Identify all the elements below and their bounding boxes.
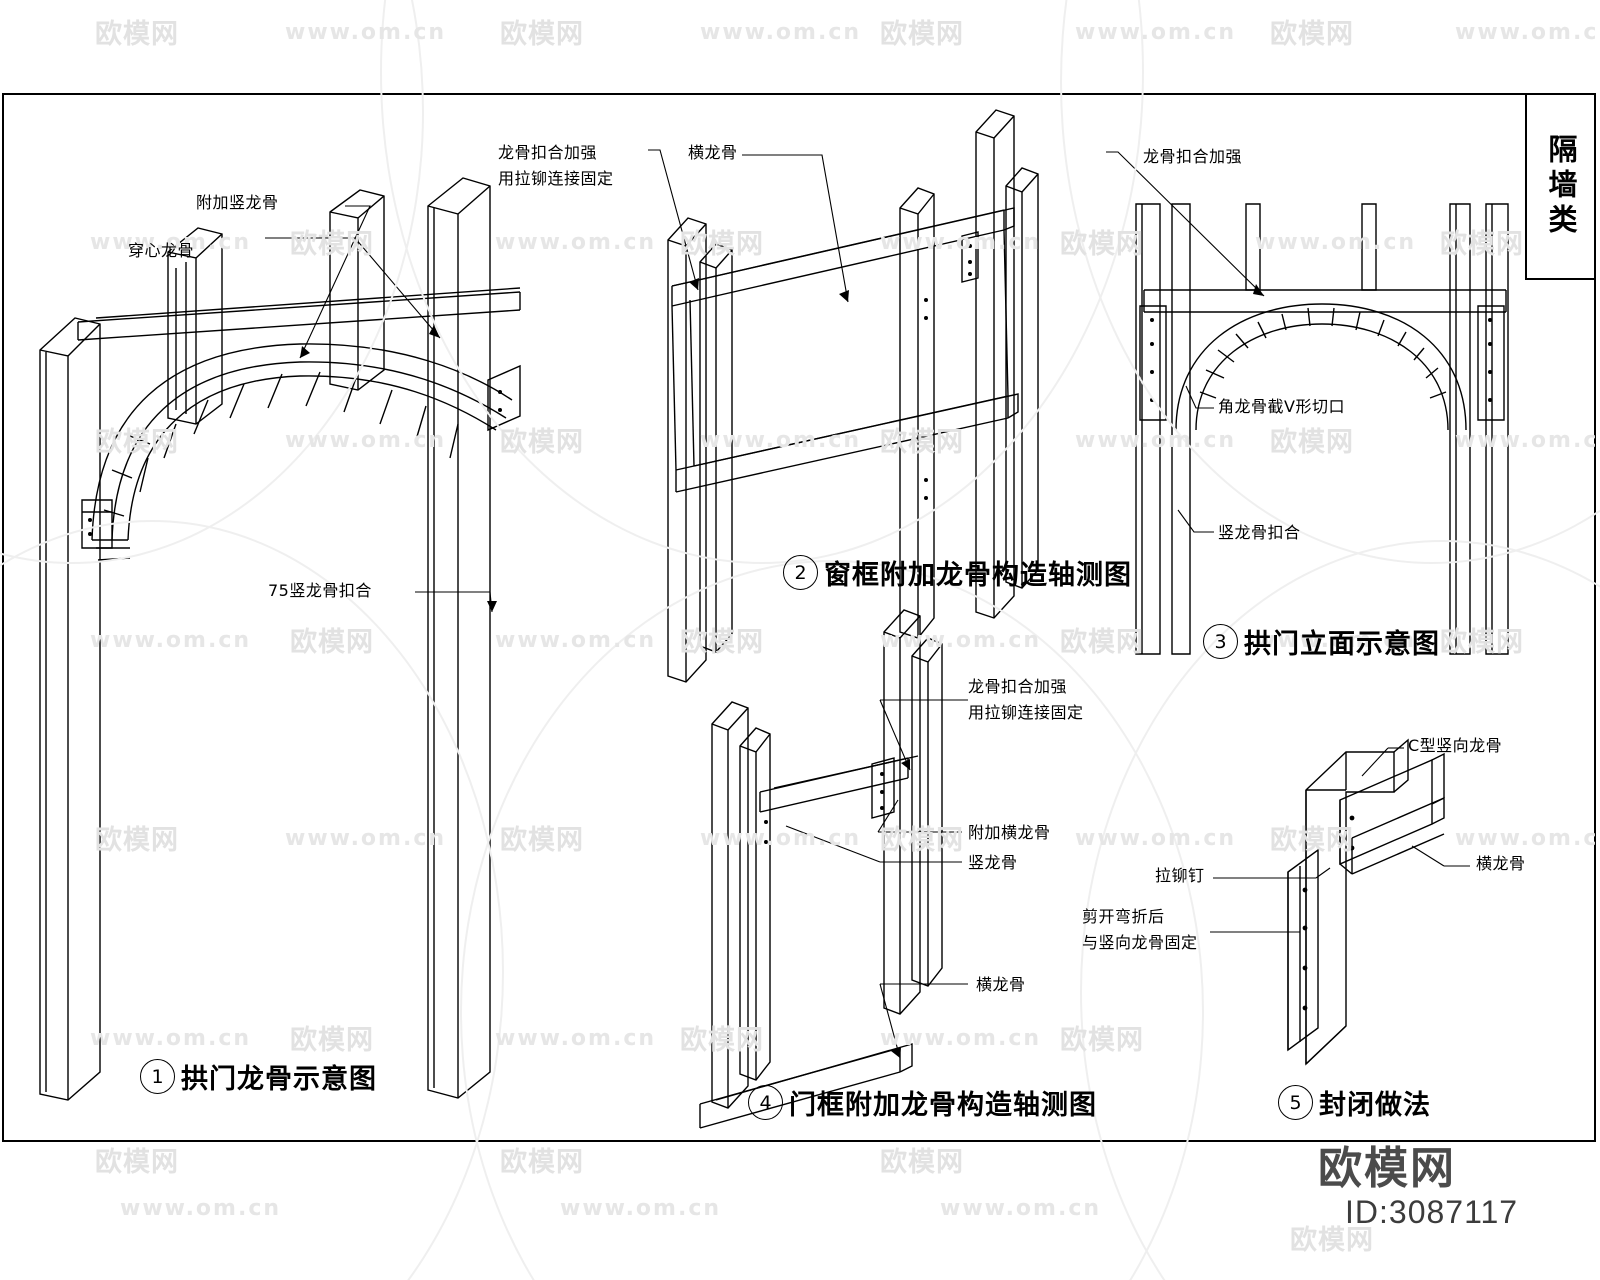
- label-fig5-cut-bend-line2: 与竖向龙骨固定: [1082, 933, 1198, 952]
- label-fig5-cut-bend-line1: 剪开弯折后: [1082, 907, 1165, 926]
- figure-caption-3: 3 拱门立面示意图: [1203, 622, 1440, 661]
- label-fig1-additional-vertical-stud: 附加竖龙骨: [196, 193, 279, 212]
- label-fig4-horizontal-stud: 横龙骨: [976, 975, 1026, 994]
- figure-number-1: 1: [140, 1059, 175, 1094]
- figure-caption-5: 5 封闭做法: [1278, 1083, 1431, 1122]
- figure-number-4: 4: [748, 1085, 783, 1120]
- figure-number-5: 5: [1278, 1085, 1313, 1120]
- label-fig4-additional-horizontal-stud: 附加横龙骨: [968, 823, 1051, 842]
- label-fig2-horizontal-stud: 横龙骨: [688, 143, 738, 162]
- figure-caption-1: 1 拱门龙骨示意图: [140, 1057, 377, 1096]
- figure-caption-2: 2 窗框附加龙骨构造轴测图: [783, 553, 1132, 592]
- footer-model-id: ID:3087117: [1345, 1194, 1519, 1230]
- sheet-title-box: 隔墙类: [1525, 95, 1594, 280]
- label-fig2-clinch-reinforce-line2: 用拉铆连接固定: [498, 169, 614, 188]
- figure-3-arch-elevation: [1106, 151, 1509, 655]
- label-fig5-blind-rivet: 拉铆钉: [1155, 866, 1205, 885]
- label-fig4-clinch-reinforce-line2: 用拉铆连接固定: [968, 703, 1084, 722]
- footer-brand-logo: 欧模网: [1318, 1143, 1456, 1194]
- label-fig4-vertical-stud: 竖龙骨: [968, 853, 1018, 872]
- figure-title-3: 拱门立面示意图: [1244, 629, 1440, 660]
- label-fig3-corner-stud-v-notch: 角龙骨截V形切口: [1218, 397, 1345, 416]
- figure-2-window-framing: [648, 109, 1039, 683]
- figure-1-arch-framing: [39, 177, 521, 1101]
- figure-title-1: 拱门龙骨示意图: [181, 1064, 377, 1095]
- figure-title-4: 门框附加龙骨构造轴测图: [789, 1090, 1097, 1121]
- figure-number-2: 2: [783, 555, 818, 590]
- label-fig1-through-stud: 穿心龙骨: [128, 241, 195, 260]
- figure-title-5: 封闭做法: [1319, 1090, 1431, 1121]
- label-fig4-clinch-reinforce-line1: 龙骨扣合加强: [968, 677, 1068, 696]
- label-fig3-vertical-stud-clinch: 竖龙骨扣合: [1218, 523, 1301, 542]
- label-fig3-clinch-reinforce: 龙骨扣合加强: [1143, 147, 1243, 166]
- drawing-frame-border: [2, 93, 1596, 1142]
- sheet-title-text: 隔墙类: [1544, 134, 1578, 239]
- figure-number-3: 3: [1203, 624, 1238, 659]
- label-fig2-clinch-reinforce-line1: 龙骨扣合加强: [498, 143, 598, 162]
- figure-5-joint-detail: [1210, 738, 1470, 1066]
- figure-caption-4: 4 门框附加龙骨构造轴测图: [748, 1083, 1097, 1122]
- label-fig5-horizontal-stud: 横龙骨: [1476, 854, 1526, 873]
- label-fig5-c-vertical-stud: C型竖向龙骨: [1408, 736, 1503, 755]
- figure-4-door-framing: [699, 609, 968, 1129]
- label-fig1-75-vertical-stud-clinch: 75竖龙骨扣合: [268, 581, 372, 600]
- figure-title-2: 窗框附加龙骨构造轴测图: [824, 560, 1132, 591]
